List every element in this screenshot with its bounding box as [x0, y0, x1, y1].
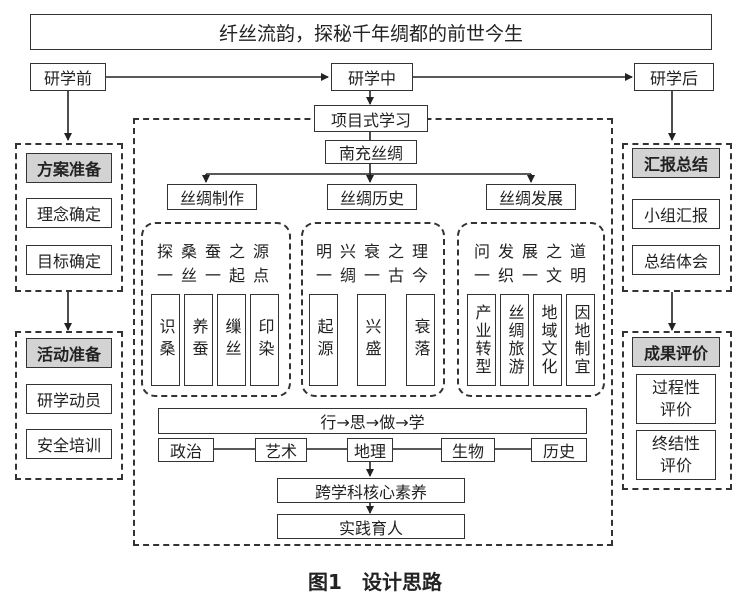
subject-politics: 政治 [158, 438, 214, 462]
development-item-1: 产业转型 [467, 294, 496, 386]
evaluation-group [622, 331, 732, 490]
activity-item-1: 研学动员 [26, 384, 112, 414]
stage-during: 研学中 [331, 63, 413, 91]
making-item-4: 印染 [250, 294, 279, 386]
making-line-1: 探桑蚕之源 [157, 242, 278, 261]
report-item-2: 总结体会 [632, 245, 720, 275]
making-group [141, 222, 291, 397]
report-item-1: 小组汇报 [632, 199, 720, 229]
history-line-2: 一绸一古今 [316, 266, 437, 285]
flow-bar: 行→思→做→学 [158, 408, 587, 434]
making-item-1: 识桑 [151, 294, 180, 386]
stage-after: 研学后 [634, 63, 714, 91]
diagram-title: 纤丝流韵，探秘千年绸都的前世今生 [30, 14, 712, 50]
activity-item-2: 安全培训 [26, 429, 112, 459]
report-heading: 汇报总结 [632, 148, 720, 178]
development-item-2: 丝绸旅游 [500, 294, 529, 386]
history-group [301, 222, 445, 397]
subject-geography: 地理 [347, 438, 393, 462]
project-learning-box: 项目式学习 [314, 105, 428, 132]
subject-history: 历史 [531, 438, 587, 462]
history-item-2: 兴盛 [357, 294, 386, 386]
branch-development: 丝绸发展 [486, 184, 576, 210]
core-literacy-box: 跨学科核心素养 [277, 478, 465, 503]
report-group [622, 143, 732, 292]
plan-prep-group [15, 143, 123, 292]
activity-prep-group [15, 331, 123, 480]
making-item-3: 缫丝 [217, 294, 246, 386]
making-line-2: 一丝一起点 [157, 266, 278, 285]
figure-caption: 图1 设计思路 [308, 570, 442, 594]
evaluation-item-1: 过程性 评价 [636, 374, 716, 424]
history-item-3: 衰落 [406, 294, 435, 386]
development-group [457, 222, 605, 397]
making-item-2: 养蚕 [184, 294, 213, 386]
subject-biology: 生物 [441, 438, 495, 462]
plan-prep-heading: 方案准备 [26, 153, 112, 183]
development-item-3: 地域文化 [533, 294, 562, 386]
branch-history: 丝绸历史 [327, 184, 417, 210]
theme-box: 南充丝绸 [325, 140, 417, 164]
evaluation-heading: 成果评价 [632, 337, 720, 367]
development-item-4: 因地制宜 [566, 294, 595, 386]
stage-before: 研学前 [30, 63, 106, 91]
evaluation-item-2: 终结性 评价 [636, 430, 716, 480]
history-line-1: 明兴衰之理 [316, 242, 437, 261]
history-item-1: 起源 [309, 294, 338, 386]
branch-making: 丝绸制作 [167, 184, 257, 210]
subject-art: 艺术 [255, 438, 307, 462]
plan-item-2: 目标确定 [26, 245, 112, 275]
development-line-2: 一织一文明 [474, 266, 595, 285]
activity-prep-heading: 活动准备 [26, 338, 112, 368]
plan-item-1: 理念确定 [26, 198, 112, 228]
goal-box: 实践育人 [277, 514, 465, 539]
development-line-1: 问发展之道 [474, 242, 595, 261]
